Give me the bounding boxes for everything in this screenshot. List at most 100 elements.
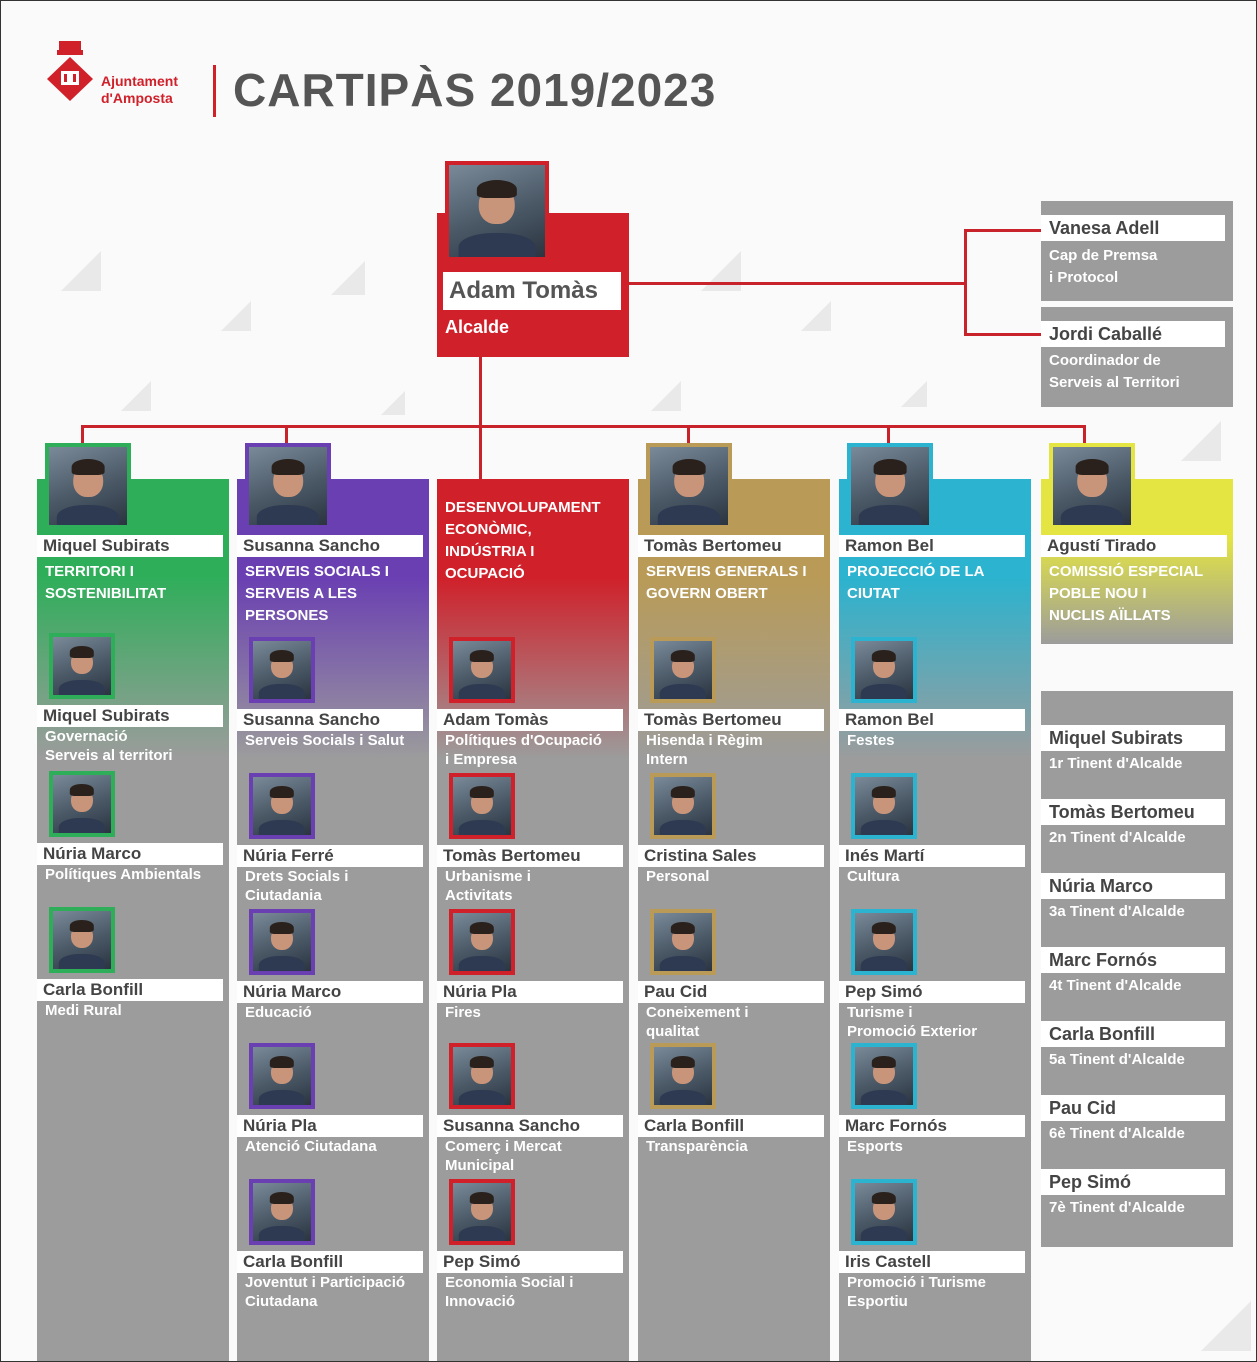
lieutenant-role: 2n Tinent d'Alcalde [1049, 829, 1186, 846]
member-name: Miquel Subirats [37, 705, 223, 727]
area-head-photo [1049, 443, 1135, 529]
area-head-photo [847, 443, 933, 529]
member-name: Carla Bonfill [638, 1115, 824, 1137]
member-role: Promoció i Turisme Esportiu [847, 1274, 986, 1310]
background-triangle [331, 261, 365, 295]
area-head-photo [45, 443, 131, 529]
member-name: Ramon Bel [839, 709, 1025, 731]
member-name: Núria Ferré [237, 845, 423, 867]
background-triangle [701, 251, 741, 291]
member-role: Turisme i Promoció Exterior [847, 1004, 978, 1040]
area-department: SERVEIS GENERALS I GOVERN OBERT [646, 563, 807, 602]
member-photo [851, 909, 917, 975]
member-role: Urbanisme i Activitats [445, 868, 531, 904]
logo-text: Ajuntament d'Amposta [101, 73, 178, 107]
lieutenant-role: 6è Tinent d'Alcalde [1049, 1125, 1185, 1142]
advisor-name: Jordi Caballé [1041, 321, 1225, 347]
member-role: Fires [445, 1004, 481, 1021]
member-name: Susanna Sancho [237, 709, 423, 731]
member-photo [49, 907, 115, 973]
member-name: Pep Simó [839, 981, 1025, 1003]
member-photo [449, 637, 515, 703]
member-photo [249, 909, 315, 975]
lieutenant-role: 7è Tinent d'Alcalde [1049, 1199, 1185, 1216]
member-role: Cultura [847, 868, 900, 885]
member-photo [249, 637, 315, 703]
lieutenant-name: Miquel Subirats [1041, 725, 1225, 751]
member-photo [449, 1043, 515, 1109]
mayor-photo [445, 161, 549, 261]
lieutenant-name: Tomàs Bertomeu [1041, 799, 1225, 825]
lieutenant-name: Pep Simó [1041, 1169, 1225, 1195]
member-role: Festes [847, 732, 895, 749]
member-role: Joventut i Participació Ciutadana [245, 1274, 406, 1310]
member-photo [650, 637, 716, 703]
connector-line [81, 425, 1086, 428]
background-triangle [121, 381, 151, 411]
area-head-photo [245, 443, 331, 529]
member-name: Inés Martí [839, 845, 1025, 867]
member-name: Núria Marco [37, 843, 223, 865]
member-photo [650, 1043, 716, 1109]
member-role: Transparència [646, 1138, 748, 1155]
member-role: Polítiques Ambientals [45, 866, 202, 883]
member-photo [650, 909, 716, 975]
mayor-name: Adam Tomàs [443, 272, 621, 310]
member-name: Tomàs Bertomeu [638, 709, 824, 731]
lieutenant-name: Pau Cid [1041, 1095, 1225, 1121]
member-photo [851, 773, 917, 839]
member-photo [851, 1043, 917, 1109]
advisor-role: Coordinador de Serveis al Territori [1049, 352, 1180, 391]
background-triangle [1201, 1301, 1251, 1351]
connector-line [629, 282, 967, 285]
member-role: Economia Social i Innovació [445, 1274, 574, 1310]
member-role: Coneixement i qualitat [646, 1004, 749, 1040]
member-photo [49, 633, 115, 699]
logo-line-1: Ajuntament [101, 73, 178, 89]
area-head-name: Susanna Sancho [237, 535, 423, 557]
member-name: Iris Castell [839, 1251, 1025, 1273]
member-photo [851, 1179, 917, 1245]
member-name: Tomàs Bertomeu [437, 845, 623, 867]
background-triangle [61, 251, 101, 291]
area-head-name: Agustí Tirado [1041, 535, 1227, 557]
member-photo [249, 773, 315, 839]
member-name: Núria Pla [237, 1115, 423, 1137]
member-photo [851, 637, 917, 703]
member-name: Carla Bonfill [237, 1251, 423, 1273]
member-name: Núria Pla [437, 981, 623, 1003]
title-divider [213, 65, 216, 117]
member-role: Personal [646, 868, 710, 885]
area-department: TERRITORI I SOSTENIBILITAT [45, 563, 167, 602]
area-department: DESENVOLUPAMENT ECONÒMIC, INDÚSTRIA I OC… [445, 499, 601, 582]
lieutenant-name: Marc Fornós [1041, 947, 1225, 973]
member-role: Governació Serveis al territori [45, 728, 173, 764]
member-name: Marc Fornós [839, 1115, 1025, 1137]
member-name: Cristina Sales [638, 845, 824, 867]
member-role: Educació [245, 1004, 312, 1021]
page-title: CARTIPÀS 2019/2023 [233, 64, 717, 116]
lieutenant-name: Carla Bonfill [1041, 1021, 1225, 1047]
connector-line [81, 425, 84, 445]
area-department: COMISSIÓ ESPECIAL POBLE NOU I NUCLIS AÏL… [1049, 563, 1204, 624]
lieutenant-role: 4t Tinent d'Alcalde [1049, 977, 1182, 994]
advisor-name: Vanesa Adell [1041, 215, 1225, 241]
member-photo [249, 1179, 315, 1245]
member-role: Medi Rural [45, 1002, 122, 1019]
member-name: Núria Marco [237, 981, 423, 1003]
connector-line [285, 425, 288, 445]
member-photo [449, 909, 515, 975]
member-role: Comerç i Mercat Municipal [445, 1138, 562, 1174]
member-role: Serveis Socials i Salut [245, 732, 405, 749]
connector-line [687, 425, 690, 445]
connector-line [964, 229, 967, 335]
member-photo [650, 773, 716, 839]
background-triangle [381, 391, 405, 415]
area-head-name: Ramon Bel [839, 535, 1025, 557]
lieutenant-name: Núria Marco [1041, 873, 1225, 899]
area-department: SERVEIS SOCIALS I SERVEIS A LES PERSONES [245, 563, 389, 624]
area-department: PROJECCIÓ DE LA CIUTAT [847, 563, 985, 602]
background-triangle [651, 381, 681, 411]
member-photo [449, 773, 515, 839]
